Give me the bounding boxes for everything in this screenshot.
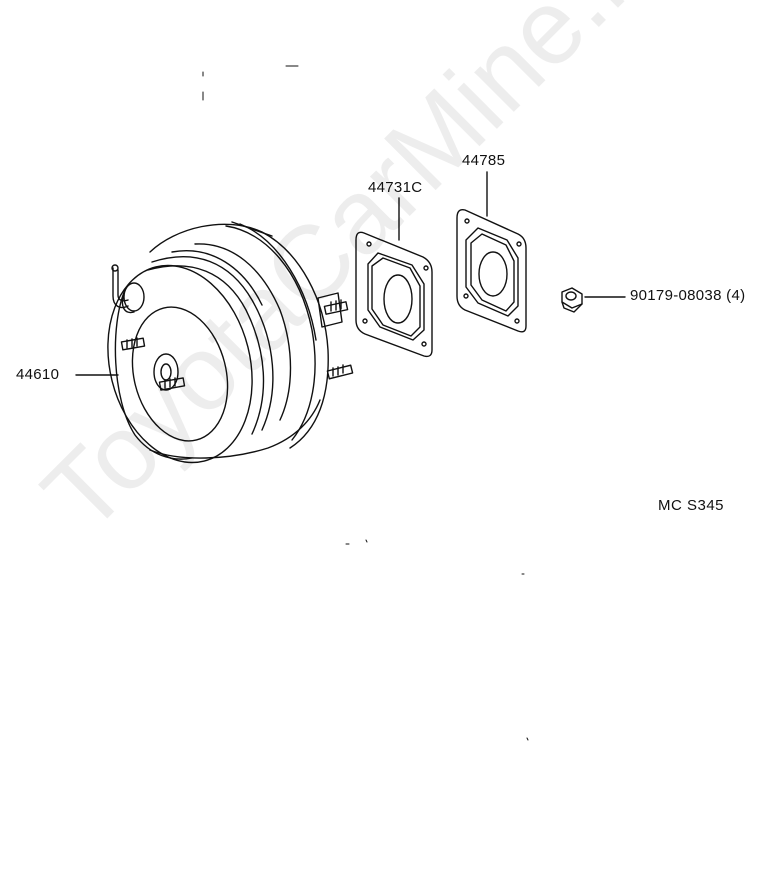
brake-booster — [107, 221, 354, 464]
rear-stud-upper — [317, 292, 349, 328]
gasket-44731c — [355, 231, 433, 358]
label-44731c: 44731C — [368, 179, 423, 196]
front-stud-lower — [158, 377, 186, 391]
rear-stud-lower — [326, 364, 354, 380]
scan-specks — [202, 65, 529, 741]
nut-90179 — [561, 287, 583, 313]
label-44785: 44785 — [462, 152, 506, 169]
front-stud-upper — [120, 337, 146, 351]
diagram-code: MC S345 — [658, 497, 725, 514]
label-nut: 90179-08038 (4) — [630, 287, 746, 304]
label-44610: 44610 — [16, 366, 60, 383]
gasket-44785 — [456, 208, 527, 333]
